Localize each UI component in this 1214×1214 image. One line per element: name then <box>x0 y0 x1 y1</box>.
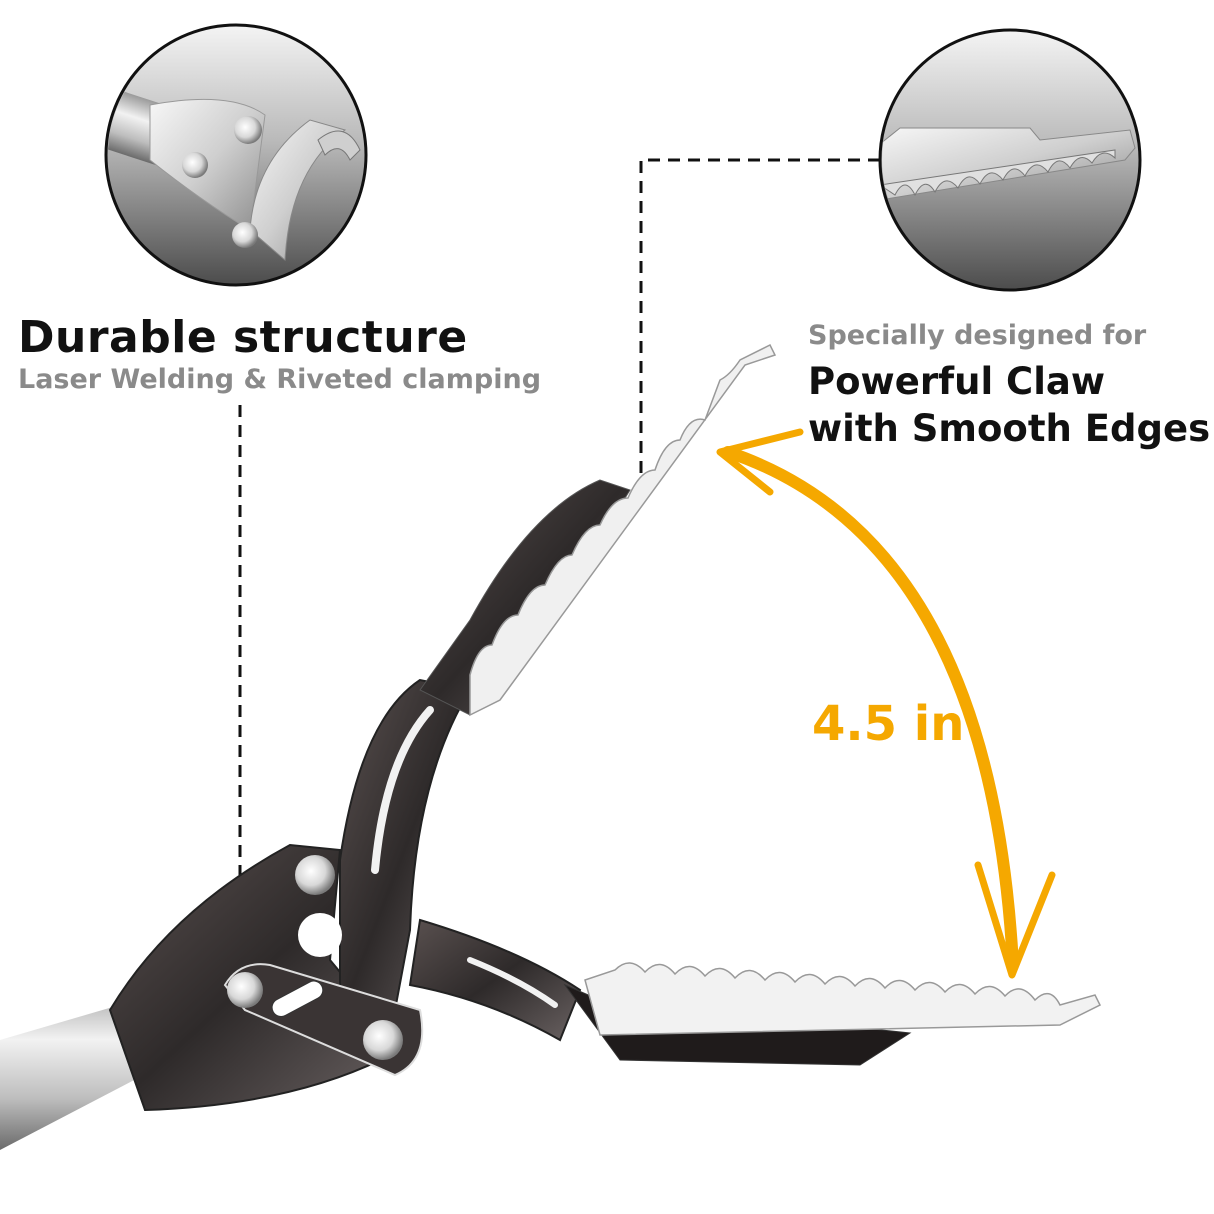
claw-closeup-inset <box>878 28 1142 292</box>
claw-feature-subtitle: Specially designed for <box>808 320 1147 351</box>
claw-feature-heading-line2: with Smooth Edges <box>808 407 1211 450</box>
durable-structure-heading: Durable structure <box>18 312 468 363</box>
opening-width-label: 4.5 in <box>812 696 965 752</box>
durable-structure-subtitle: Laser Welding & Riveted clamping <box>18 364 542 395</box>
hinge-closeup-inset <box>104 23 368 287</box>
link-plate <box>223 913 424 1077</box>
upper-jaw <box>419 343 777 717</box>
lower-jaw <box>563 962 1102 1066</box>
claw-feature-heading-line1: Powerful Claw <box>808 360 1106 403</box>
opening-width-arrow <box>716 428 1056 979</box>
lower-arm <box>408 918 582 1042</box>
